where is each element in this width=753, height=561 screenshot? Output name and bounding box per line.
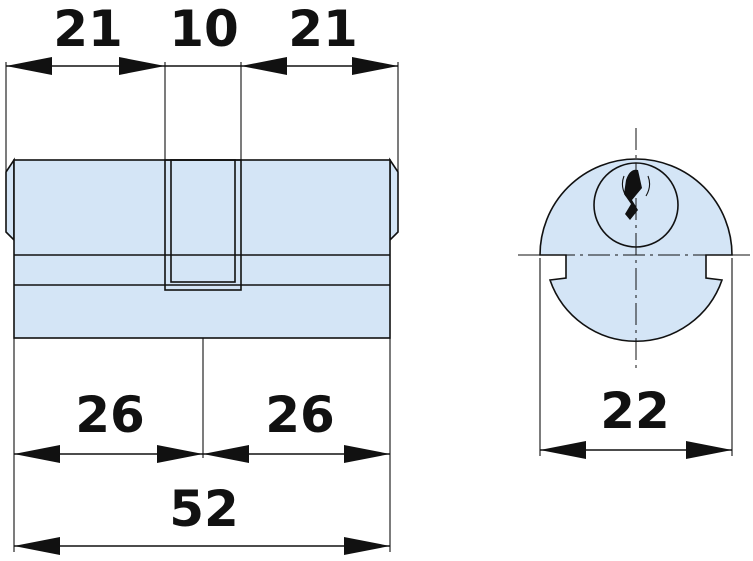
profile-center-lines [518,128,750,372]
dim-overall: 52 [169,480,239,538]
profile-dimension-line [540,441,732,459]
cylinder-body [13,159,391,339]
cam-slot-inner [170,159,236,283]
dim-profile-width: 22 [600,382,670,440]
keyway [624,169,642,220]
dim-top-left: 21 [53,0,123,58]
dim-bottom-right: 26 [265,386,335,444]
dim-top-middle: 10 [169,0,239,58]
dim-bottom-left: 26 [75,386,145,444]
cylinder-side-view [5,157,399,339]
right-end-cap [389,157,399,242]
bottom-split-dimension-line [14,445,390,463]
top-dimension-line [6,57,398,75]
dim-top-right: 21 [288,0,358,58]
bottom-extension-lines [13,338,391,552]
profile-extension-lines [539,258,733,456]
keyway-outline [621,175,651,197]
left-end-cap [5,157,15,242]
overall-dimension-line [14,537,390,555]
top-extension-lines [5,62,399,172]
